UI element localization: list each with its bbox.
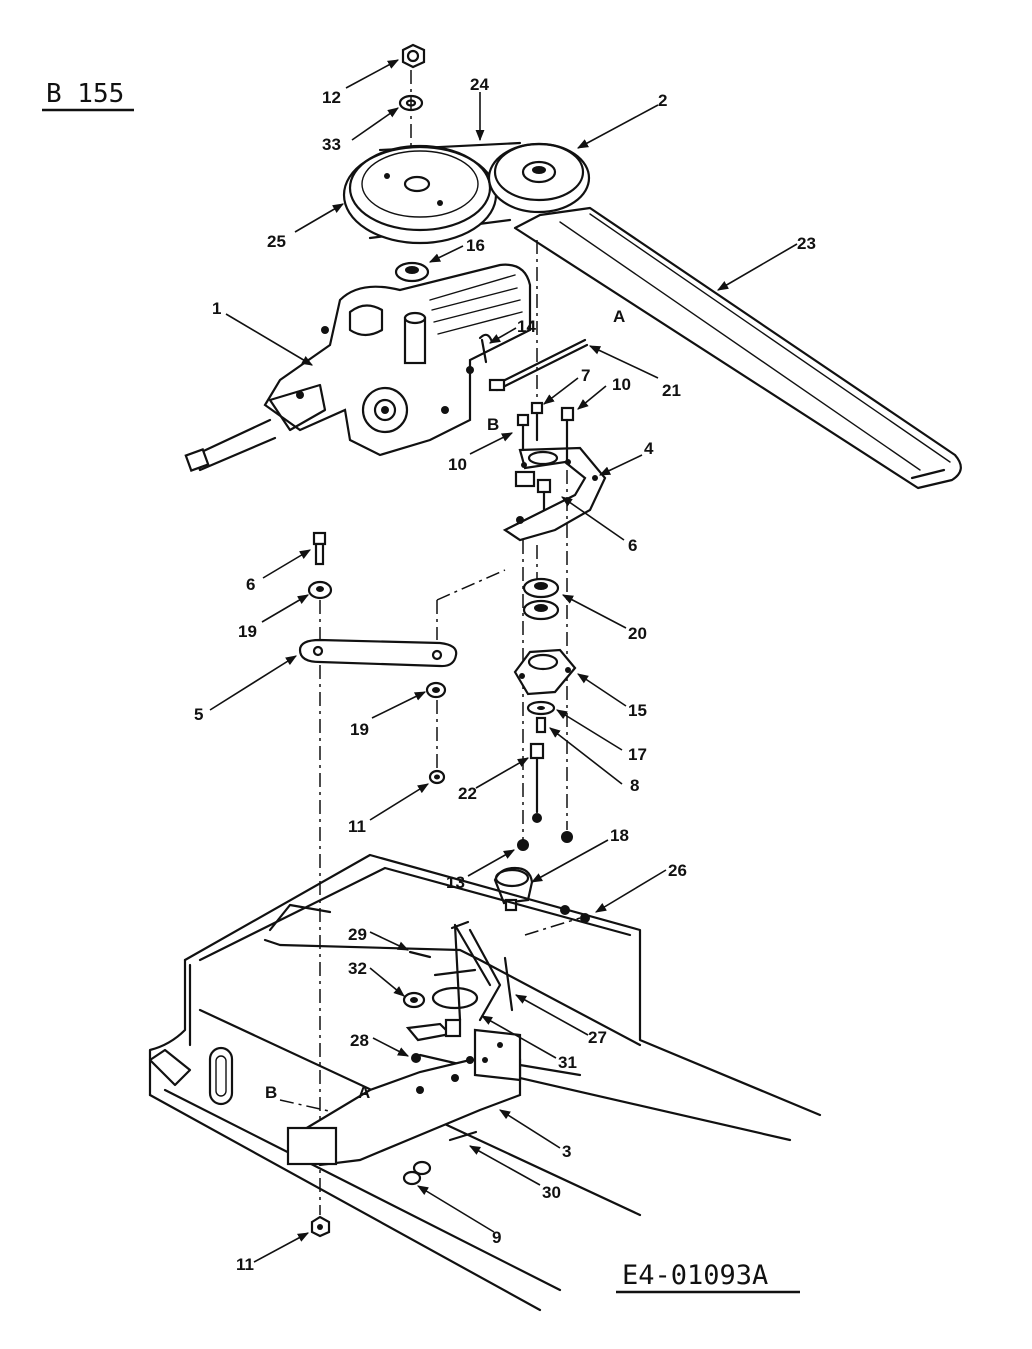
nut-11-upper — [428, 769, 446, 785]
callout-16: 16 — [466, 236, 485, 255]
link-plate-5 — [298, 638, 458, 668]
bolt-10-left — [516, 413, 530, 452]
callout-19-upper: 19 — [238, 622, 257, 641]
callout-30: 30 — [542, 1183, 561, 1202]
clip-28 — [405, 1018, 462, 1063]
rod-21 — [488, 338, 589, 392]
callout-1: 1 — [212, 299, 221, 318]
callout-6-lower: 6 — [246, 575, 255, 594]
footer-code: E4-01093A — [622, 1260, 768, 1291]
reference-markers: A B A B — [265, 307, 625, 1102]
bolt-6-lower — [312, 531, 327, 566]
callout-26: 26 — [668, 861, 687, 880]
callout-19-lower: 19 — [350, 720, 369, 739]
nut-19-lower — [425, 681, 447, 699]
washer-17 — [526, 700, 556, 716]
callout-13: 13 — [446, 873, 465, 892]
callout-3: 3 — [562, 1142, 571, 1161]
transaxle-1 — [184, 263, 532, 473]
bolts-9 — [402, 1160, 432, 1186]
nut-right — [561, 831, 573, 843]
leader-lines — [209, 59, 798, 1263]
callout-32: 32 — [348, 959, 367, 978]
screw-26 — [524, 905, 590, 936]
bolt-6-upper — [514, 470, 552, 512]
nut-13 — [517, 839, 529, 851]
bearing-housing-15 — [513, 648, 577, 696]
bearing-16 — [394, 261, 430, 283]
diagram-code-footer: E4-01093A — [616, 1260, 800, 1294]
callout-4: 4 — [644, 439, 654, 458]
callout-6-upper: 6 — [628, 536, 637, 555]
callout-17: 17 — [628, 745, 647, 764]
callout-23: 23 — [797, 234, 816, 253]
callout-11-upper: 11 — [348, 817, 366, 836]
callout-labels: 12 33 24 2 25 16 23 1 14 21 7 10 10 4 6 … — [194, 75, 816, 1274]
nut-12 — [401, 43, 426, 69]
bolt-22 — [529, 742, 545, 823]
callout-14: 14 — [517, 317, 536, 336]
callout-10-left: 10 — [448, 455, 467, 474]
large-pulley-25 — [342, 144, 498, 245]
callout-24: 24 — [470, 75, 489, 94]
callout-2: 2 — [658, 91, 667, 110]
screw-8 — [535, 716, 547, 734]
bracket-3 — [286, 1028, 522, 1167]
shift-lever-27 — [431, 920, 514, 1022]
pin-29 — [408, 950, 432, 959]
link-32 — [402, 991, 426, 1009]
callout-20: 20 — [628, 624, 647, 643]
marker-b-top: B — [487, 415, 499, 434]
nut-11-lower — [310, 1215, 331, 1238]
callout-12: 12 — [322, 88, 341, 107]
callout-7: 7 — [581, 366, 590, 385]
callout-31: 31 — [558, 1053, 577, 1072]
callout-33: 33 — [322, 135, 341, 154]
bracket-4 — [502, 446, 607, 542]
callout-21: 21 — [662, 381, 681, 400]
bolt-10-right — [560, 406, 575, 464]
bearings-20 — [522, 577, 560, 621]
callout-10-right: 10 — [612, 375, 631, 394]
callout-5: 5 — [194, 705, 203, 724]
washer-19-upper — [307, 580, 333, 600]
callout-11-lower: 11 — [236, 1255, 254, 1274]
bolt-7 — [530, 401, 544, 442]
marker-a-bottom: A — [358, 1083, 370, 1102]
callout-9: 9 — [492, 1228, 501, 1247]
callout-28: 28 — [350, 1031, 369, 1050]
callout-22: 22 — [458, 784, 477, 803]
callout-18: 18 — [610, 826, 629, 845]
diagram-code-header: B 155 — [42, 79, 134, 112]
callout-25: 25 — [267, 232, 286, 251]
idler-pulley-2 — [487, 142, 591, 214]
callout-15: 15 — [628, 701, 647, 720]
marker-a-top: A — [613, 307, 625, 326]
header-code: B 155 — [46, 79, 124, 109]
marker-b-bottom: B — [265, 1083, 277, 1102]
idler-arm-23 — [513, 206, 962, 490]
callout-27: 27 — [588, 1028, 607, 1047]
callout-8: 8 — [630, 776, 639, 795]
callout-29: 29 — [348, 925, 367, 944]
